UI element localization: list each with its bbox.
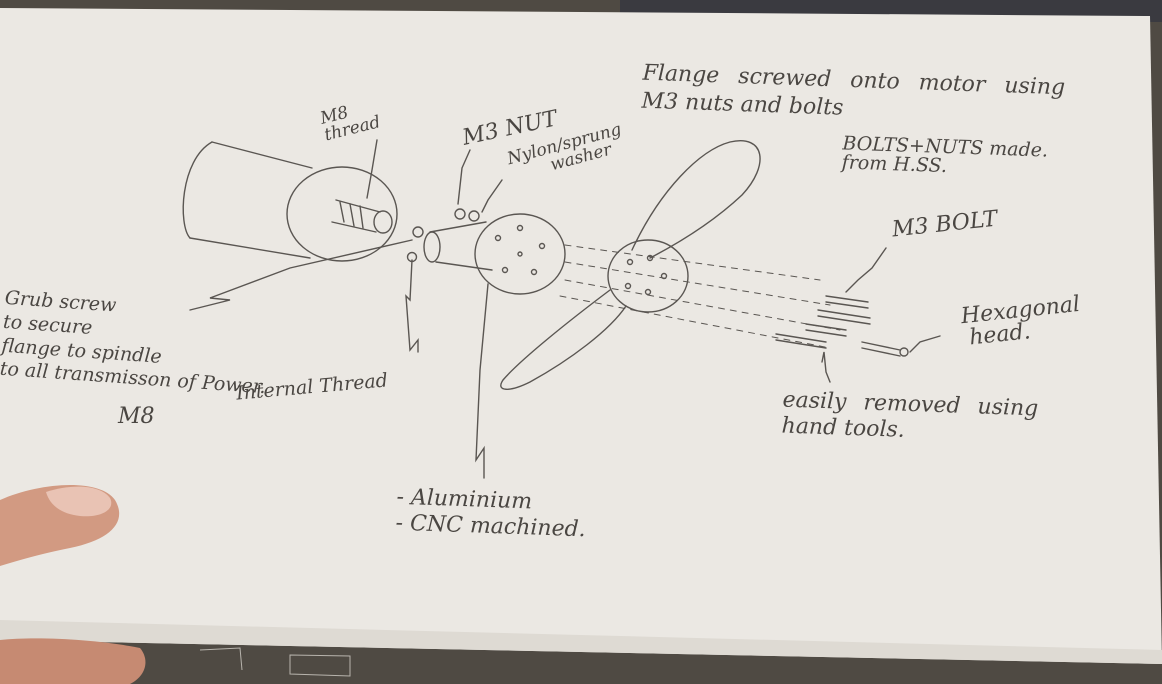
leader-lines — [189, 139, 941, 479]
bolts-nuts-note: BOLTS+NUTS made. from H.SS. — [841, 132, 1048, 179]
m8-label: M8 — [118, 404, 155, 429]
propeller — [500, 140, 761, 390]
material-note: - Aluminium - CNC machined. — [395, 485, 587, 544]
m3-bolts — [775, 295, 909, 357]
finger — [0, 638, 146, 684]
grub-screw-note: Grub screw to secure flange to spindle t… — [0, 287, 271, 400]
motor — [182, 141, 398, 262]
assembly-axis-lines — [559, 244, 841, 349]
paper-shadow — [0, 620, 1162, 664]
flange — [406, 208, 566, 295]
removal-note: easily removed using hand tools. — [781, 388, 1038, 447]
thumbnail — [46, 486, 112, 517]
paper-sheet — [0, 8, 1162, 664]
faint-background-sketch — [199, 647, 351, 677]
